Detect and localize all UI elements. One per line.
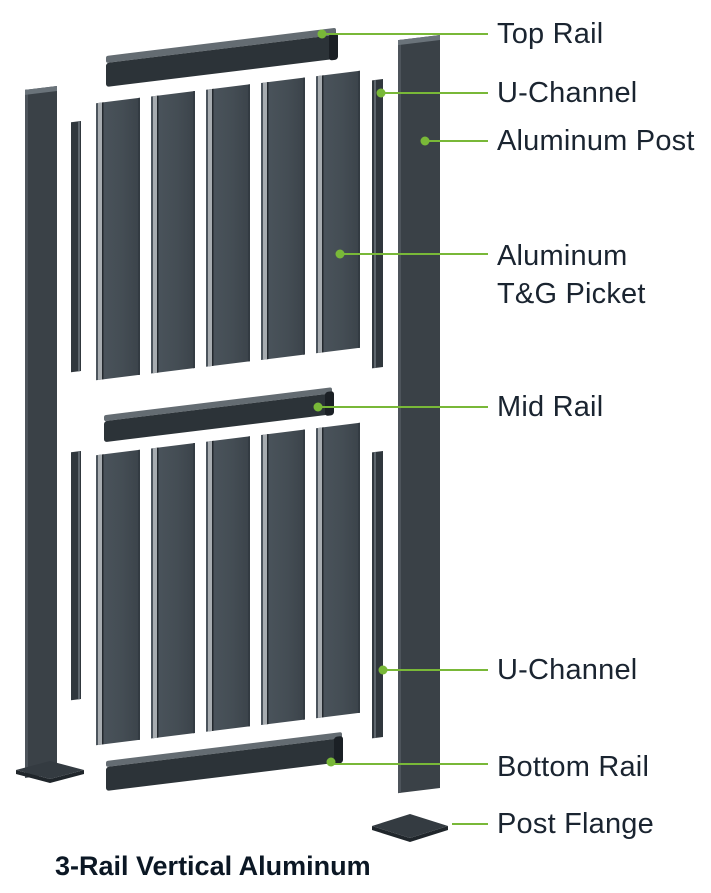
bottom-rail [106, 732, 343, 791]
u-channel-right-lower [372, 450, 383, 739]
callout-label-bottom-rail: Bottom Rail [497, 751, 650, 783]
picket-lower-3 [206, 436, 250, 732]
picket-upper-5 [316, 70, 360, 354]
callout-dot-aluminum-post [420, 136, 430, 146]
callout-label-post-flange: Post Flange [497, 808, 654, 840]
picket-label-line-1: Aluminum [497, 240, 628, 272]
mid-rail [104, 387, 334, 442]
picket-upper-1 [96, 97, 140, 381]
callout-dot-picket [335, 249, 345, 259]
left-post [25, 86, 57, 778]
picket-lower-2 [151, 443, 195, 739]
u-channel-right-upper [372, 78, 383, 369]
u-channel-left-upper [71, 121, 81, 373]
left-post-flange [16, 761, 84, 783]
callout-label-mid-rail: Mid Rail [497, 391, 604, 423]
callout-dots [313, 29, 430, 767]
picket-lower-4 [261, 429, 305, 725]
picket-lower-5 [316, 422, 360, 719]
callout-label-aluminum-tg-picket: Aluminum T&G Picket [497, 237, 672, 313]
u-channel-left-lower [71, 451, 81, 701]
callout-dot-mid-rail [313, 402, 323, 412]
callout-dot-u-channel-upper [376, 88, 386, 98]
picket-upper-2 [151, 91, 195, 374]
fence-assembly [25, 27, 440, 794]
callout-label-aluminum-post: Aluminum Post [497, 125, 695, 157]
callout-label-u-channel-upper: U-Channel [497, 77, 638, 109]
callout-dot-u-channel-lower [378, 665, 388, 675]
post-flange [372, 814, 448, 842]
aluminum-post [398, 34, 440, 794]
callout-label-top-rail: Top Rail [497, 18, 604, 50]
picket-upper-4 [261, 77, 305, 360]
callout-lines [318, 33, 488, 825]
picket-upper-3 [206, 84, 250, 367]
picket-lower-1 [96, 449, 140, 746]
picket-label-line-2: T&G Picket [497, 278, 646, 310]
diagram-title: 3-Rail Vertical Aluminum [55, 851, 371, 881]
callout-dot-bottom-rail [326, 757, 336, 767]
callout-dot-top-rail [317, 29, 327, 39]
callout-label-u-channel-lower: U-Channel [497, 654, 638, 686]
top-rail [106, 27, 338, 87]
